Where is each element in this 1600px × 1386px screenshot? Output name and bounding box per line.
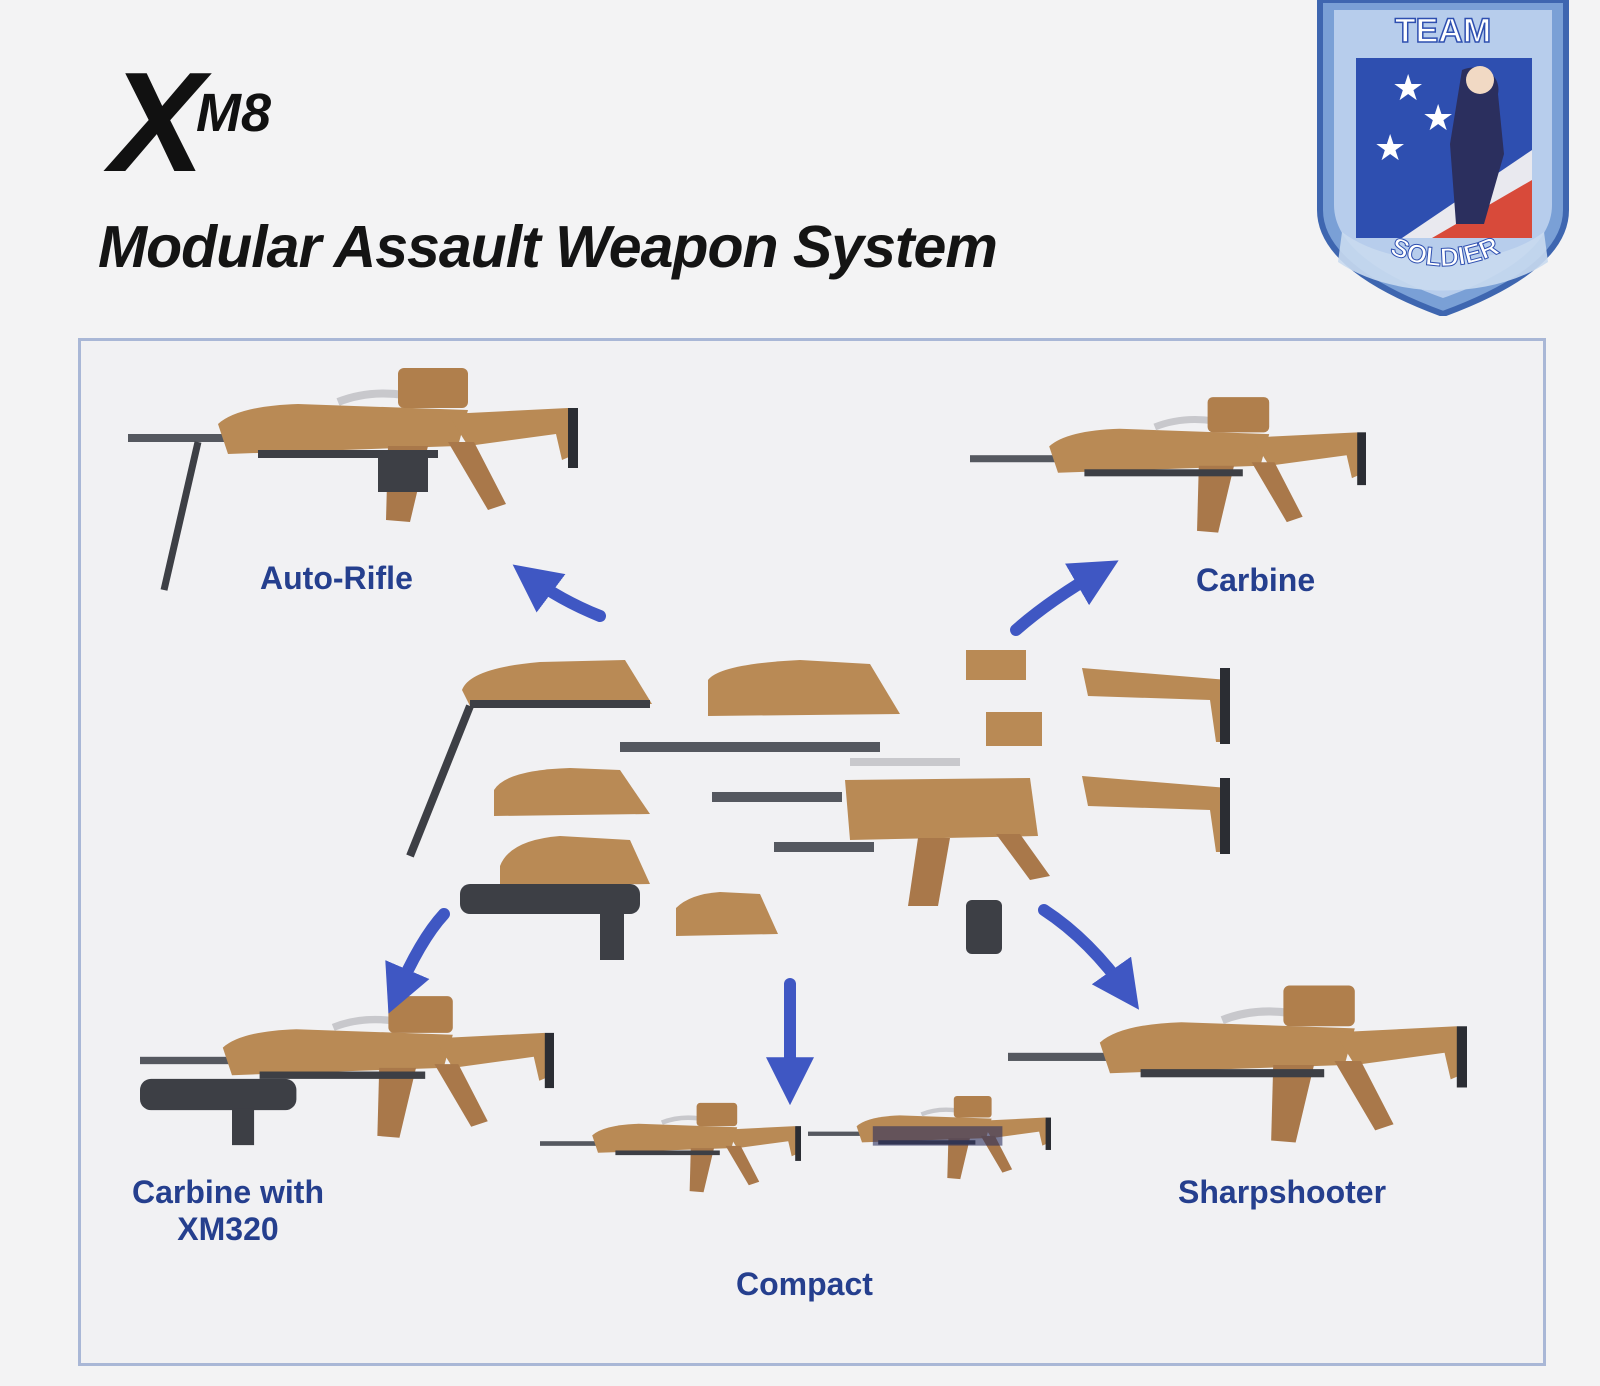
logo-x: X	[110, 43, 205, 202]
config-arrows	[385, 560, 1140, 1106]
logo-m8: M8	[196, 83, 272, 143]
label-sharpshooter: Sharpshooter	[1178, 1174, 1387, 1210]
svg-text:★: ★	[1392, 68, 1424, 109]
badge-top-text: TEAM	[1395, 12, 1491, 50]
arrow-to-sharpshooter	[1038, 904, 1140, 1010]
sharpshooter-rifle	[1008, 985, 1467, 1142]
team-soldier-badge: ★ ★ ★ TEAM SOLDIER	[1317, 0, 1569, 316]
arrow-to-carbine	[1010, 560, 1119, 636]
carbine-xm320-rifle	[140, 996, 554, 1146]
label-compact: Compact	[736, 1266, 873, 1302]
svg-text:★: ★	[1422, 98, 1454, 139]
label-carbine-xm320-line2: XM320	[177, 1210, 279, 1247]
svg-text:★: ★	[1374, 128, 1406, 169]
auto-rifle-rifle	[128, 368, 578, 591]
arrow-to-auto-rifle	[512, 564, 606, 622]
modular-components	[406, 650, 1230, 960]
label-carbine-xm320-line1: Carbine with	[131, 1174, 324, 1210]
compact-rifle-1	[540, 1103, 801, 1192]
page-title: Modular Assault Weapon System	[98, 214, 998, 280]
label-carbine: Carbine	[1196, 562, 1316, 598]
carbine-rifle	[970, 397, 1366, 533]
arrow-to-carbine-xm320	[385, 908, 450, 1014]
label-carbine-xm320: Carbine with XM320	[108, 1174, 348, 1248]
compact-rifle-2	[808, 1096, 1051, 1179]
label-auto-rifle: Auto-Rifle	[260, 560, 413, 596]
xm8-logo: X M8	[110, 52, 350, 202]
